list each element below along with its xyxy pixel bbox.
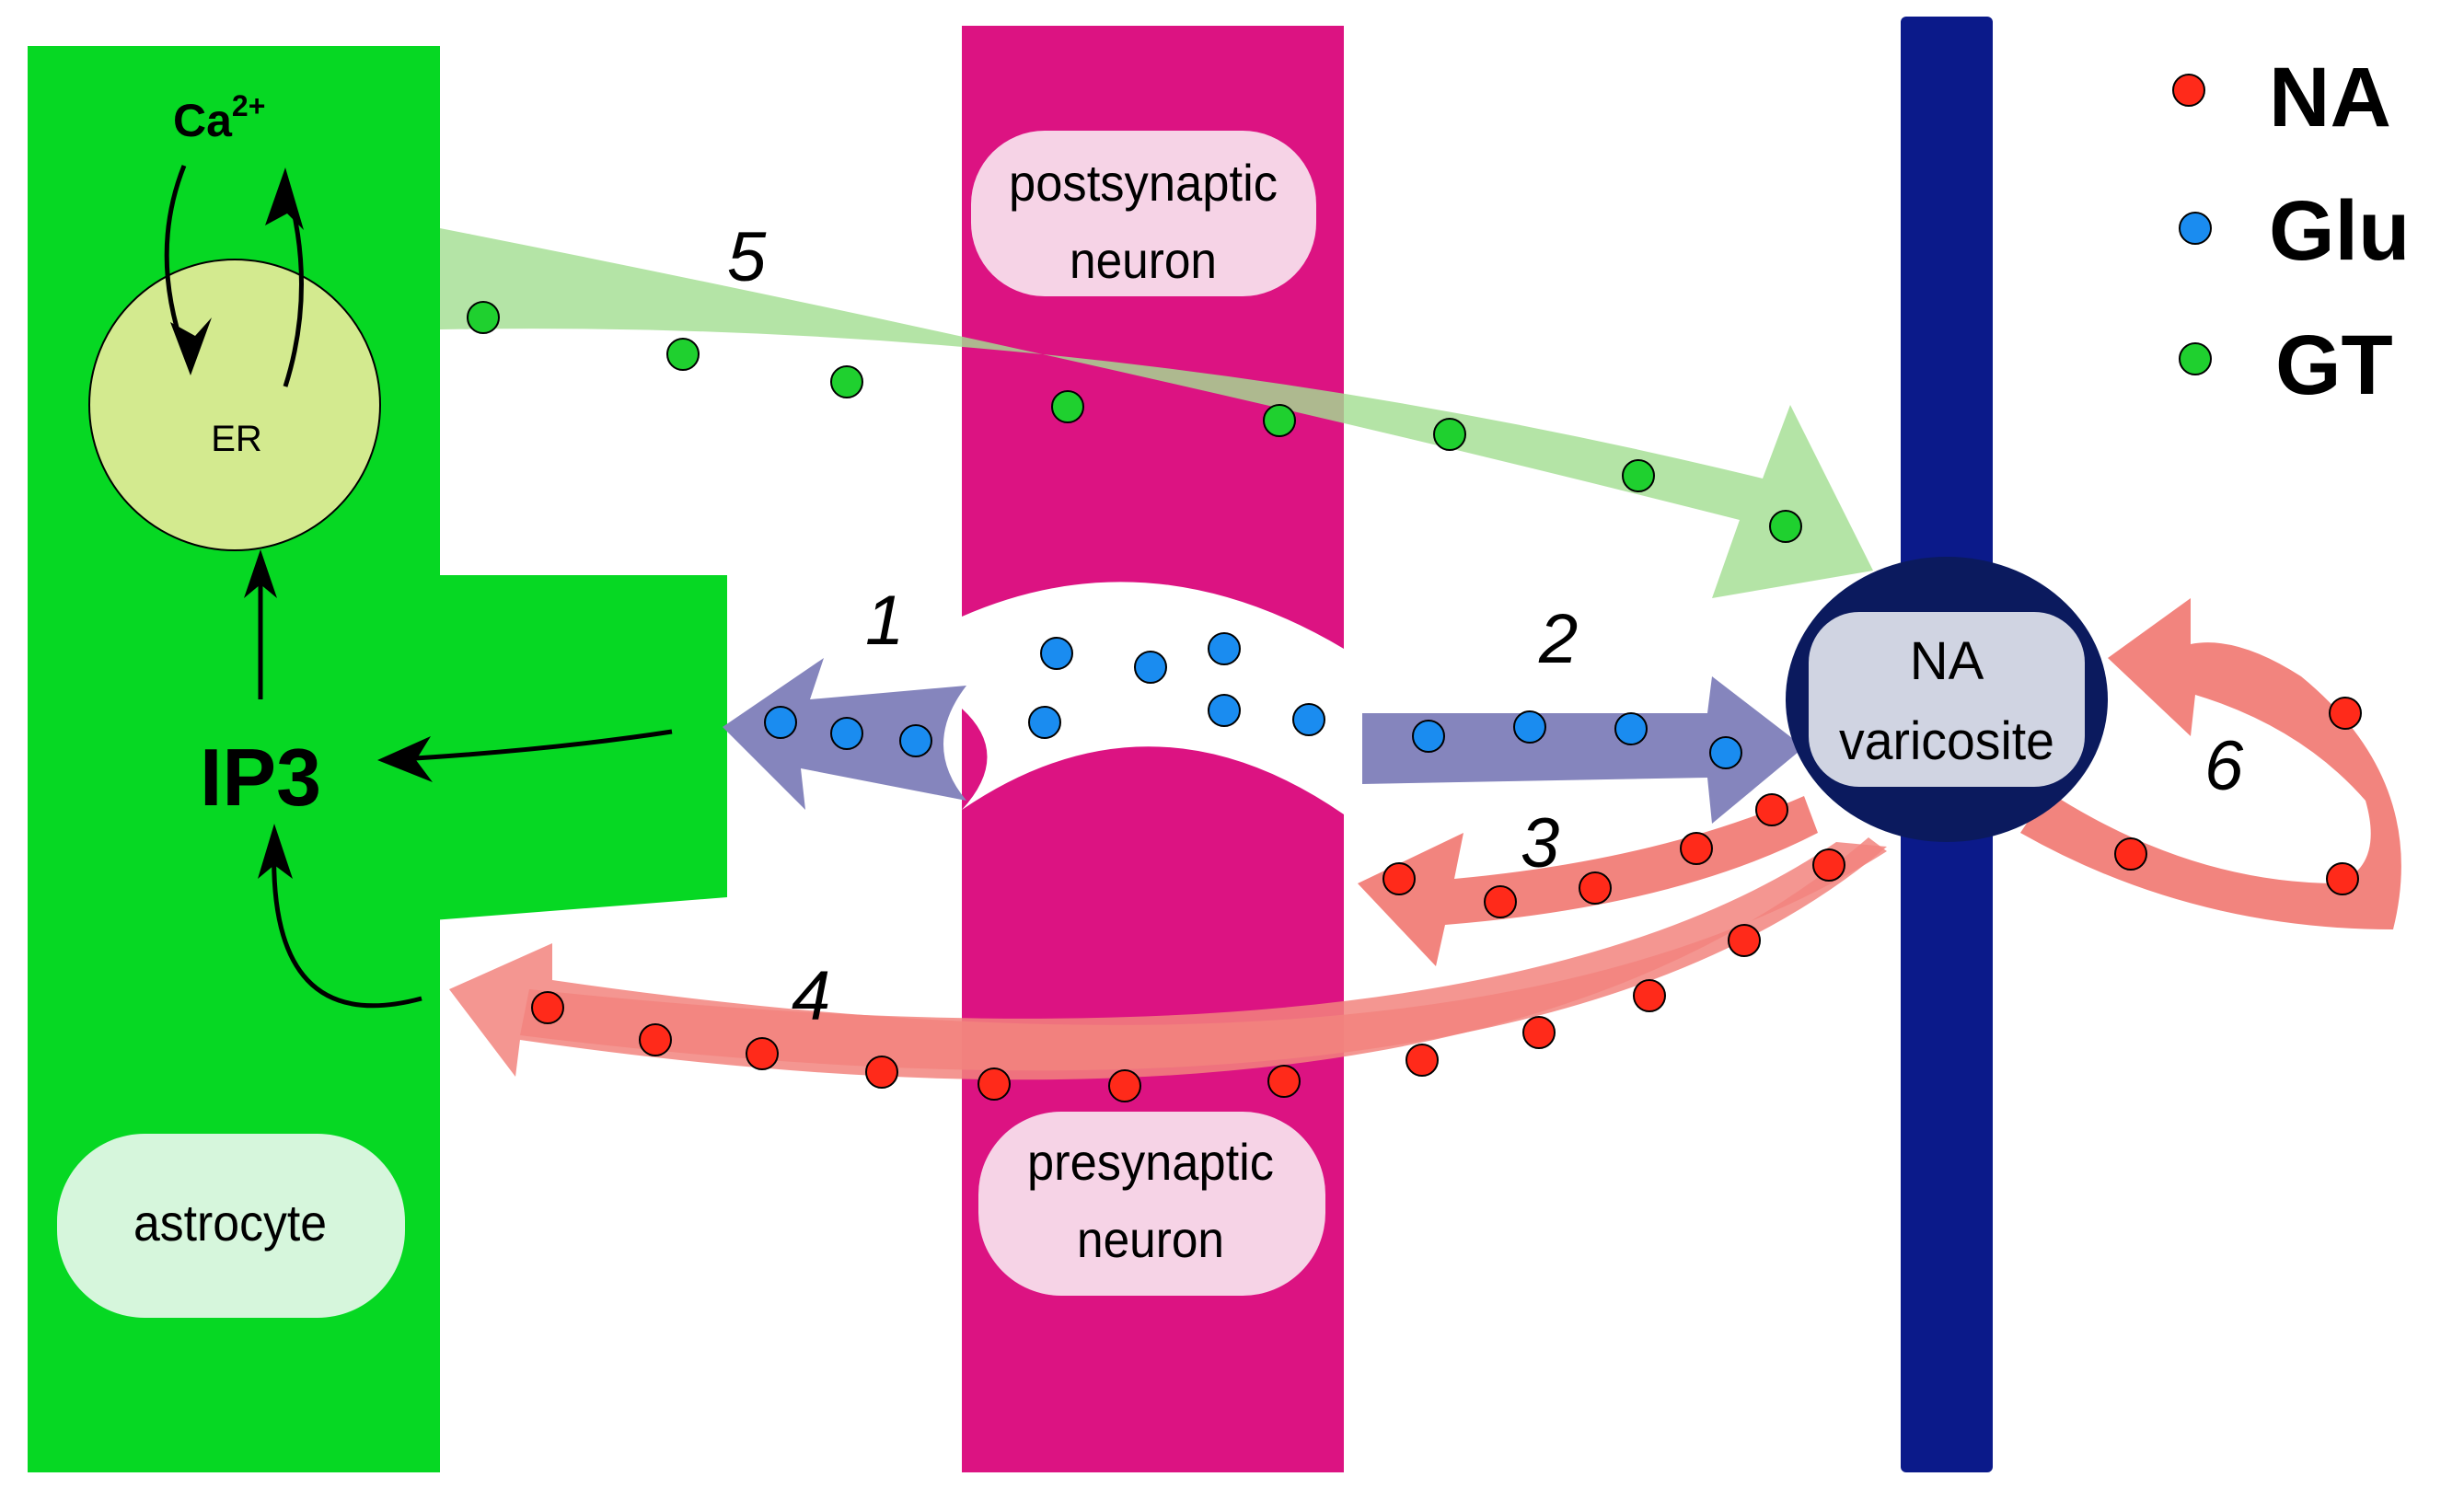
glu-particle-path2 [1412,720,1445,753]
legend-swatch-na [2172,74,2205,107]
presynaptic-pill [978,1112,1325,1296]
na-particle-path4 [639,1023,672,1056]
astrocyte-endfoot [433,575,727,920]
pathway-number-1: 1 [865,582,904,660]
astrocyte-pill [57,1134,405,1318]
particles-layer [467,301,2362,1102]
ca-label: Ca2+ [173,89,265,146]
glu-particle-cleft [1028,706,1061,739]
arrow-2 [1362,676,1804,824]
arrowheads [170,167,433,879]
na-particle-path3 [1579,871,1612,905]
gt-particle [830,365,863,398]
legend-label-gt: GT [2275,318,2393,412]
na-particle-path4 [1406,1044,1439,1077]
postsynaptic-label-line2: neuron [1070,231,1217,289]
pathway-number-5: 5 [727,218,767,296]
legend-item-glu: Glu [2179,184,2410,278]
astrocyte-label: astrocyte [133,1194,327,1252]
na-particle-path4 [865,1056,898,1089]
presynaptic-label-line2: neuron [1077,1210,1224,1268]
legend: NA Glu GT [2172,51,2410,412]
postsynaptic-label-line1: postsynaptic [1009,154,1278,212]
varicosite-label-line2: varicosite [1839,711,2054,771]
pathway-number-3: 3 [1521,804,1559,883]
glu-particle-path2 [1709,736,1742,769]
na-particle-path4 [746,1037,779,1070]
legend-label-na: NA [2269,51,2391,144]
glu-particle-path2 [1513,710,1546,744]
na-varicosite [1786,557,2108,842]
na-to-ip3-arrow [272,841,422,1009]
legend-swatch-gt [2179,342,2212,375]
legend-item-na: NA [2172,51,2391,144]
na-particle-path4 [1267,1065,1301,1098]
gt-particle [1433,418,1466,451]
pathway-number-6: 6 [2204,727,2244,805]
receptor-to-ip3-arrow [399,729,673,762]
gt-particle [1263,404,1296,437]
na-particle-path4 [1522,1016,1556,1049]
glu-particle-path2 [1614,712,1648,745]
legend-item-gt: GT [2179,318,2393,412]
na-particle-path4 [531,991,564,1024]
glu-particle-path1 [764,706,797,739]
na-particle-path6 [2329,697,2362,730]
presynaptic-label-line1: presynaptic [1027,1133,1274,1191]
glu-particle-cleft [1292,703,1325,736]
glu-particle-cleft [1208,694,1241,727]
glu-particle-path1 [830,717,863,750]
na-particle-path4 [1812,848,1845,882]
na-particle-path4 [978,1067,1011,1101]
arrow-6 [2020,598,2401,929]
na-particle-path3 [1484,885,1517,918]
na-particle-path6 [2326,862,2359,895]
na-particle-path3 [1680,832,1713,865]
glu-particle-cleft [1134,651,1167,684]
glu-particle-cleft [1040,637,1073,670]
pathway-numbers: 1 2 3 4 5 6 [727,218,2244,1035]
na-particle-path6 [2114,837,2147,871]
legend-swatch-glu [2179,212,2212,245]
arrow-4-body [520,842,1887,1071]
pathway-number-2: 2 [1538,600,1578,678]
pathway-number-4: 4 [792,957,830,1035]
gt-particle [666,338,700,371]
glu-particle-path1 [899,724,932,757]
na-particle-path4 [1633,979,1666,1012]
er-organelle [88,259,381,551]
arrow-5 [440,228,1873,598]
legend-label-glu: Glu [2269,184,2410,278]
glu-particle-cleft [1208,632,1241,665]
ip3-label: IP3 [200,732,321,823]
gt-particle [1051,390,1084,423]
na-particle-path3 [1755,793,1788,826]
postsynaptic-pill [971,131,1316,296]
na-particle-path3 [1382,862,1416,895]
er-label: ER [211,419,262,459]
gt-particle [1769,510,1802,543]
gt-particle [467,301,500,334]
na-particle-path4 [1108,1069,1141,1102]
varicosite-label-line1: NA [1910,631,1984,691]
na-particle-path4 [1728,924,1761,957]
gt-particle [1622,459,1655,492]
